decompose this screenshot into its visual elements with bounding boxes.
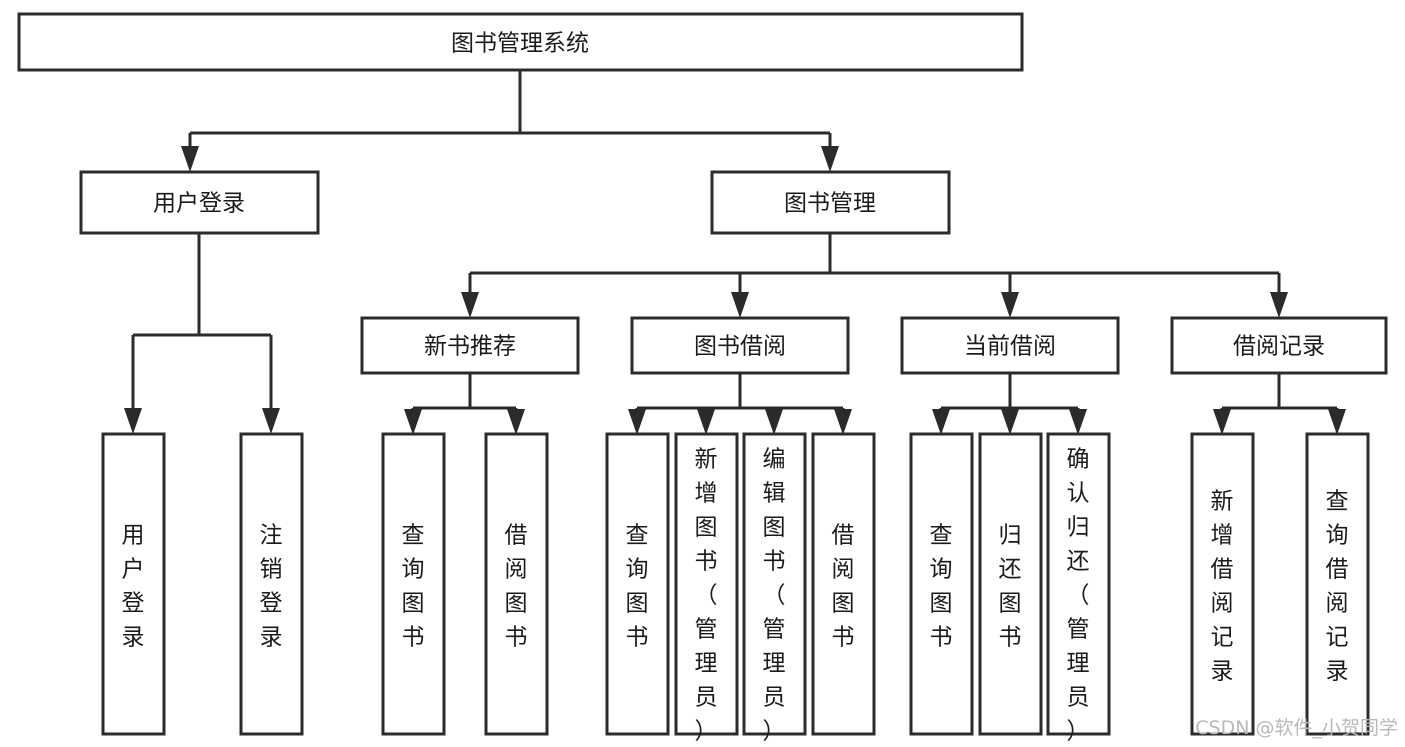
node-borrow-record-box[interactable] (1170, 316, 1388, 375)
node-leaf-add-record[interactable]: 新增借阅记录 (1190, 432, 1255, 736)
node-leaf-borrow-book-2[interactable]: 借阅图书 (811, 432, 876, 736)
node-new-book-recommend[interactable]: 新书推荐 (360, 316, 580, 375)
arrow-to-leaf-borrow-book-1 (507, 409, 525, 435)
node-current-borrow[interactable]: 当前借阅 (900, 316, 1120, 375)
node-leaf-user-login-label: 用户登录 (122, 523, 145, 651)
node-leaf-add-record-box[interactable] (1190, 432, 1255, 736)
arrow-to-new-book-recommend (461, 292, 479, 318)
arrow-to-leaf-borrow-book-2 (834, 409, 852, 435)
node-leaf-query-book-2-label: 查询图书 (626, 523, 649, 651)
node-book-management-label: 图书管理 (784, 191, 876, 217)
node-user-login[interactable]: 用户登录 (79, 170, 320, 235)
node-leaf-query-record-label: 查询借阅记录 (1326, 489, 1349, 685)
node-leaf-edit-book-label: 编辑图书（管理员） (763, 447, 786, 745)
arrow-to-leaf-query-book-2 (628, 409, 646, 435)
node-leaf-return-book-box[interactable] (978, 432, 1043, 736)
arrow-to-leaf-query-record (1328, 409, 1346, 435)
arrow-to-book-management (821, 146, 839, 172)
arrow-to-leaf-confirm-return (1069, 409, 1087, 435)
node-leaf-add-book[interactable]: 新增图书（管理员） (674, 432, 739, 745)
node-leaf-query-book-3-label: 查询图书 (930, 523, 953, 651)
node-leaf-add-book-box[interactable] (674, 432, 739, 736)
node-leaf-user-login-box[interactable] (101, 432, 166, 736)
node-new-book-recommend-box[interactable] (360, 316, 580, 375)
node-leaf-query-book-1[interactable]: 查询图书 (381, 432, 446, 736)
node-leaf-query-book-3[interactable]: 查询图书 (909, 432, 974, 736)
node-leaf-query-book-1-label: 查询图书 (402, 523, 425, 651)
arrow-to-leaf-return-book (1001, 409, 1019, 435)
node-root-label: 图书管理系统 (451, 31, 589, 57)
arrow-to-user-login (181, 146, 199, 172)
node-book-borrow-box[interactable] (630, 316, 850, 375)
node-leaf-query-book-1-box[interactable] (381, 432, 446, 736)
arrow-to-leaf-query-book-1 (404, 409, 422, 435)
node-current-borrow-label: 当前借阅 (964, 334, 1056, 360)
csdn-watermark: CSDN @软件_小贺同学 (1195, 717, 1398, 739)
node-root-box[interactable] (17, 12, 1024, 72)
node-leaf-query-book-3-box[interactable] (909, 432, 974, 736)
node-book-management[interactable]: 图书管理 (710, 170, 951, 235)
node-leaf-query-record-box[interactable] (1305, 432, 1370, 736)
node-leaf-borrow-book-1-box[interactable] (484, 432, 549, 736)
node-leaf-add-record-label: 新增借阅记录 (1211, 489, 1234, 685)
node-user-login-box[interactable] (79, 170, 320, 235)
node-leaf-user-logout-label: 注销登录 (260, 523, 283, 651)
node-leaf-return-book[interactable]: 归还图书 (978, 432, 1043, 736)
arrow-to-book-borrow (731, 292, 749, 318)
arrow-to-leaf-add-record (1213, 409, 1231, 435)
node-leaf-confirm-return-label: 确认归还（管理员） (1067, 447, 1090, 745)
arrow-to-leaf-query-book-3 (932, 409, 950, 435)
node-leaf-borrow-book-1[interactable]: 借阅图书 (484, 432, 549, 736)
node-leaf-query-book-2-box[interactable] (605, 432, 670, 736)
node-leaf-add-book-label: 新增图书（管理员） (695, 447, 718, 745)
node-leaf-user-login[interactable]: 用户登录 (101, 432, 166, 736)
node-leaf-query-record[interactable]: 查询借阅记录 (1305, 432, 1370, 736)
node-leaf-query-book-2[interactable]: 查询图书 (605, 432, 670, 736)
node-leaf-return-book-label: 归还图书 (999, 523, 1022, 651)
node-book-management-box[interactable] (710, 170, 951, 235)
node-borrow-record-label: 借阅记录 (1233, 334, 1325, 360)
node-leaf-confirm-return[interactable]: 确认归还（管理员） (1046, 432, 1111, 745)
node-leaf-edit-book[interactable]: 编辑图书（管理员） (742, 432, 807, 745)
node-leaf-borrow-book-1-label: 借阅图书 (505, 523, 528, 651)
node-leaf-user-logout[interactable]: 注销登录 (239, 432, 304, 736)
node-book-borrow[interactable]: 图书借阅 (630, 316, 850, 375)
arrow-to-leaf-user-logout (262, 408, 280, 434)
node-leaf-borrow-book-2-label: 借阅图书 (832, 523, 855, 651)
arrow-to-leaf-user-login (124, 408, 142, 434)
arrow-to-leaf-edit-book (765, 409, 783, 435)
node-root[interactable]: 图书管理系统 (17, 12, 1024, 72)
node-new-book-recommend-label: 新书推荐 (424, 334, 516, 360)
node-leaf-confirm-return-box[interactable] (1046, 432, 1111, 736)
arrow-to-current-borrow (1001, 292, 1019, 318)
node-leaf-borrow-book-2-box[interactable] (811, 432, 876, 736)
node-leaf-edit-book-box[interactable] (742, 432, 807, 736)
node-leaf-user-logout-box[interactable] (239, 432, 304, 736)
arrow-to-leaf-add-book (697, 409, 715, 435)
node-borrow-record[interactable]: 借阅记录 (1170, 316, 1388, 375)
connector-layer (124, 70, 1346, 435)
node-book-borrow-label: 图书借阅 (694, 334, 786, 360)
arrow-to-borrow-record (1270, 292, 1288, 318)
node-user-login-label: 用户登录 (153, 191, 245, 217)
node-current-borrow-box[interactable] (900, 316, 1120, 375)
